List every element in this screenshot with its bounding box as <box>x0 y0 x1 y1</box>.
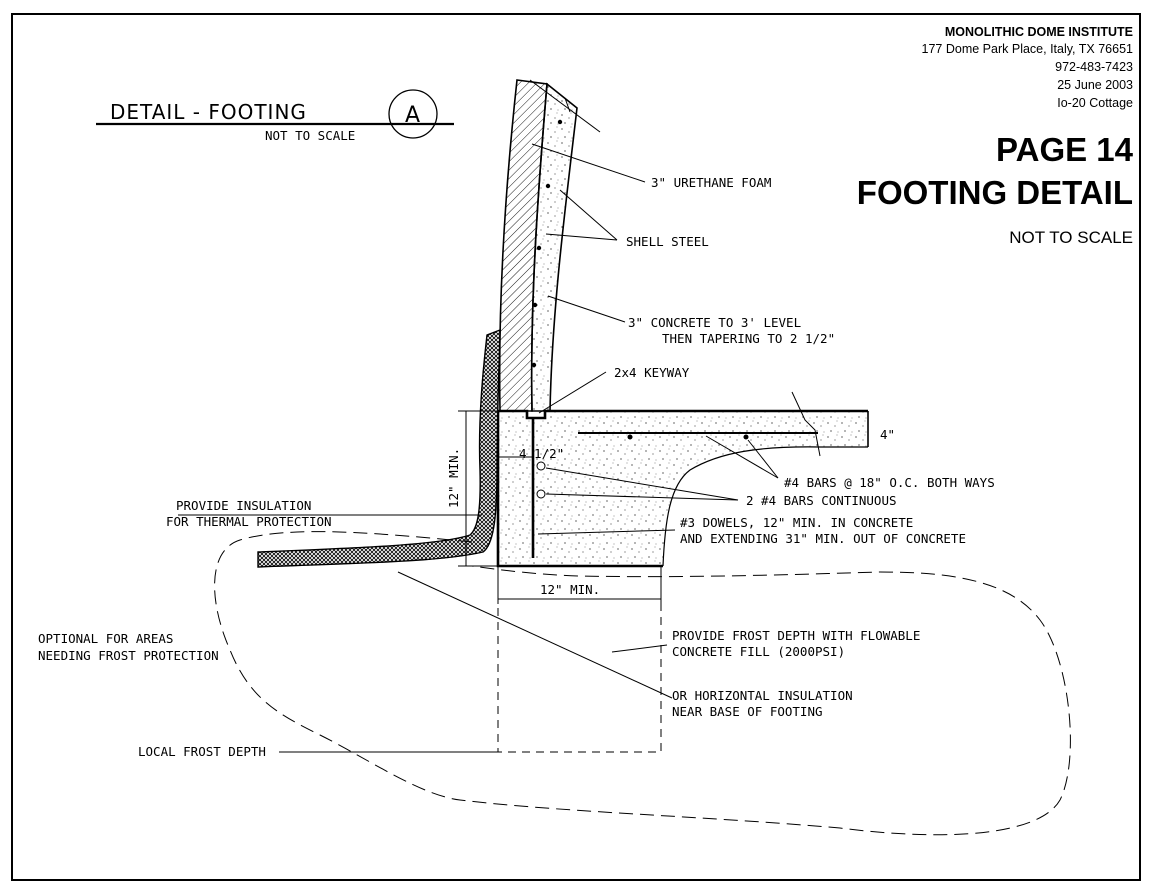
continuous-bar <box>536 461 546 471</box>
leader-dowels <box>537 529 676 535</box>
detail-tag-circle <box>388 89 438 139</box>
slab-top <box>498 409 868 420</box>
leader-flowable <box>611 644 668 653</box>
leader-shell-steel <box>545 233 618 241</box>
callout-insulation-2: FOR THERMAL PROTECTION <box>166 514 332 529</box>
slab-bar-dot <box>627 434 633 440</box>
callout-optional-1: OPTIONAL FOR AREAS <box>38 631 173 646</box>
callout-frost-depth: LOCAL FROST DEPTH <box>138 744 266 759</box>
page-number: PAGE 14 <box>996 131 1134 168</box>
dome-shell <box>498 79 601 412</box>
callout-horizontal-2: NEAR BASE OF FOOTING <box>672 704 823 719</box>
org-address: 177 Dome Park Place, Italy, TX 76651 <box>922 42 1134 56</box>
frost-zone <box>214 531 1071 836</box>
leader-bars-18 <box>705 435 779 479</box>
shell-steel-bar <box>557 119 563 125</box>
org-name: MONOLITHIC DOME INSTITUTE <box>945 25 1133 39</box>
leader-keyway <box>538 371 607 414</box>
shell-steel-bar <box>532 302 538 308</box>
offset-dim-text: 4 1/2" <box>519 446 564 461</box>
footing-and-slab <box>496 391 869 568</box>
sheet-date: 25 June 2003 <box>1057 78 1133 92</box>
callout-insulation-1: PROVIDE INSULATION <box>176 498 311 513</box>
callout-concrete-1: 3" CONCRETE TO 3' LEVEL <box>628 315 801 330</box>
leader-horizontal <box>397 571 673 699</box>
leader-concrete <box>547 295 626 323</box>
shell-break-line <box>529 79 601 133</box>
detail-title: DETAIL - FOOTING <box>110 100 307 124</box>
continuous-bar <box>536 489 546 499</box>
title-block: MONOLITHIC DOME INSTITUTE 177 Dome Park … <box>857 25 1134 247</box>
callout-bars-18: #4 BARS @ 18" O.C. BOTH WAYS <box>784 475 995 490</box>
detail-subtitle: NOT TO SCALE <box>265 128 355 143</box>
height-dim-text: 12" MIN. <box>446 448 461 508</box>
leader-bars-18 <box>747 439 779 479</box>
shell-steel-bar <box>536 245 542 251</box>
leader-lines <box>178 143 779 753</box>
callout-concrete-2: THEN TAPERING TO 2 1/2" <box>662 331 835 346</box>
shell-break-tick <box>564 97 571 113</box>
detail-title-block: DETAIL - FOOTING A NOT TO SCALE <box>96 89 454 143</box>
callouts: 3" URETHANE FOAM SHELL STEEL 3" CONCRETE… <box>38 175 995 759</box>
sheet-scale: NOT TO SCALE <box>1009 228 1133 247</box>
slab-bottom <box>662 446 868 567</box>
slab-break-line <box>791 391 821 457</box>
leader-urethane <box>531 143 646 183</box>
callout-urethane: 3" URETHANE FOAM <box>651 175 771 190</box>
org-phone: 972-483-7423 <box>1055 60 1133 74</box>
callout-horizontal-1: OR HORIZONTAL INSULATION <box>672 688 853 703</box>
dimensions: 12" MIN. 12" MIN. 4" 4 1/2" <box>446 410 895 604</box>
flowable-fill-zone <box>497 566 662 753</box>
shell-steel-bar <box>545 183 551 189</box>
leader-shell-steel <box>559 189 618 241</box>
sheet-title: FOOTING DETAIL <box>857 174 1133 211</box>
callout-dowels-1: #3 DOWELS, 12" MIN. IN CONCRETE <box>680 515 913 530</box>
callout-optional-2: NEEDING FROST PROTECTION <box>38 648 219 663</box>
slab-dim-text: 4" <box>880 427 895 442</box>
callout-dowels-2: AND EXTENDING 31" MIN. OUT OF CONCRETE <box>680 531 966 546</box>
callout-flowable-2: CONCRETE FILL (2000PSI) <box>672 644 845 659</box>
concrete-fill <box>498 411 868 566</box>
callout-continuous: 2 #4 BARS CONTINUOUS <box>746 493 897 508</box>
sheet-border <box>11 13 1141 881</box>
vertical-horizontal-insulation <box>257 328 501 568</box>
shell-steel-bar <box>531 362 537 368</box>
project-name: Io-20 Cottage <box>1057 96 1133 110</box>
leader-continuous <box>545 467 739 501</box>
optional-frost-boundary <box>214 531 1071 836</box>
callout-keyway: 2x4 KEYWAY <box>614 365 690 380</box>
leader-continuous <box>545 493 739 501</box>
width-dim-text: 12" MIN. <box>540 582 600 597</box>
slab-bar-dot <box>743 434 749 440</box>
detail-tag: A <box>405 103 421 128</box>
callout-shell-steel: SHELL STEEL <box>626 234 709 249</box>
callout-flowable-1: PROVIDE FROST DEPTH WITH FLOWABLE <box>672 628 920 643</box>
